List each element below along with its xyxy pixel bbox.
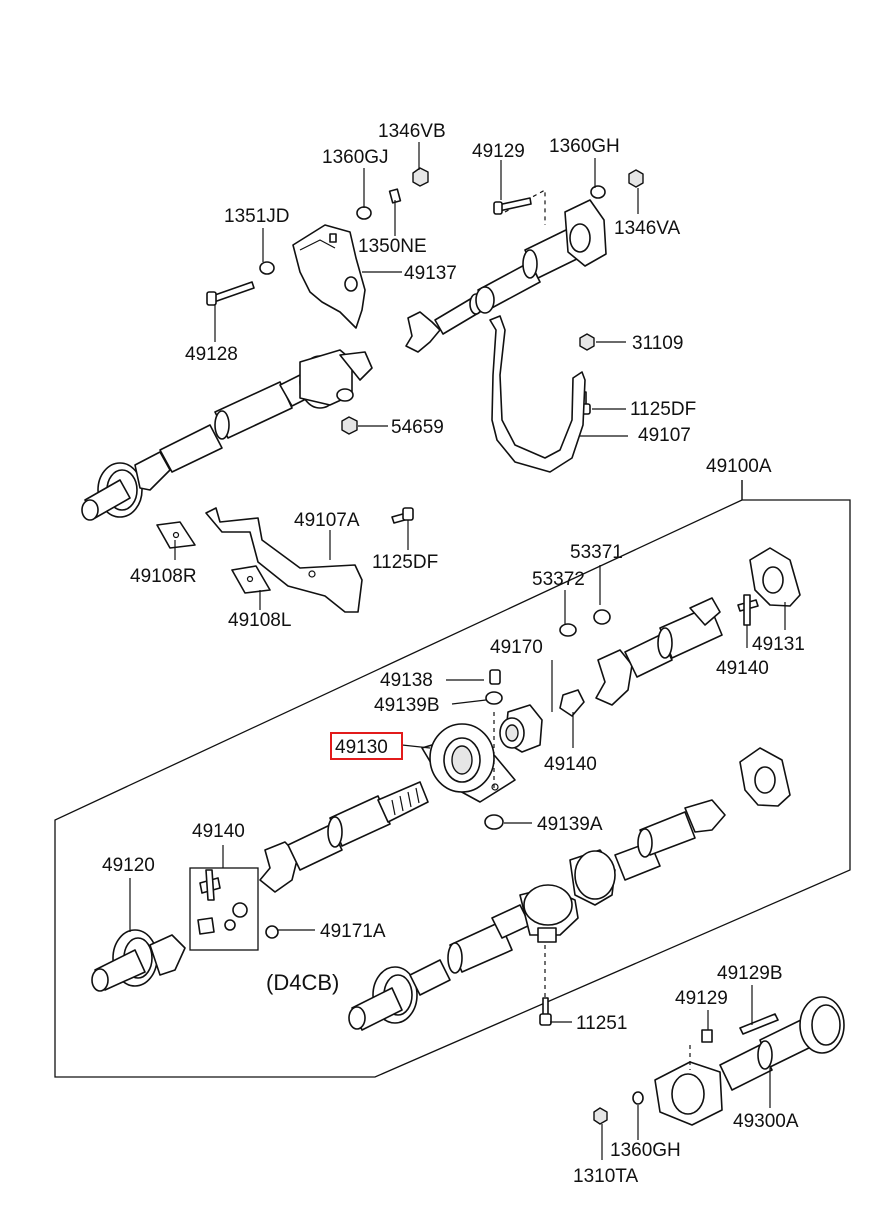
label-49139B[interactable]: 49139B (374, 695, 440, 716)
mid-shaft (259, 781, 429, 893)
highlight-box-49130 (330, 732, 403, 760)
d4cb-shaft (348, 747, 791, 1031)
spacers-49138-49139 (484, 669, 504, 830)
label-1125DF-top[interactable]: 1125DF (630, 399, 696, 420)
label-1351JD[interactable]: 1351JD (224, 206, 290, 227)
brackets-mid (156, 507, 414, 613)
label-1346VB[interactable]: 1346VB (378, 121, 446, 142)
flange-49170 (499, 689, 585, 753)
label-49129B[interactable]: 49129B (717, 963, 783, 984)
label-49140-right[interactable]: 49140 (716, 658, 769, 679)
label-54659[interactable]: 54659 (391, 417, 444, 438)
label-1125DF-mid[interactable]: 1125DF (372, 552, 438, 573)
label-53372[interactable]: 53372 (532, 569, 585, 590)
label-49140-mid[interactable]: 49140 (544, 754, 597, 775)
upper-driveshaft (405, 188, 607, 353)
leader-lines (129, 142, 786, 1160)
label-49139A[interactable]: 49139A (537, 814, 603, 835)
label-49107[interactable]: 49107 (638, 425, 691, 446)
label-49129-bottom[interactable]: 49129 (675, 988, 728, 1009)
stub-shaft-49120 (91, 929, 186, 992)
label-49300A[interactable]: 49300A (733, 1111, 799, 1132)
label-49137[interactable]: 49137 (404, 263, 457, 284)
label-1310TA[interactable]: 1310TA (573, 1166, 638, 1187)
center-bearing-49130 (421, 723, 516, 803)
front-driveshaft (81, 349, 373, 521)
shaft-49300A (593, 996, 845, 1126)
label-49107A[interactable]: 49107A (294, 510, 360, 531)
label-49128[interactable]: 49128 (185, 344, 238, 365)
label-d4cb: (D4CB) (266, 970, 339, 995)
label-11251[interactable]: 11251 (576, 1013, 627, 1034)
rear-upper-shaft (559, 547, 801, 706)
label-49130[interactable]: 49130 (335, 737, 388, 758)
label-1360GH-bottom[interactable]: 1360GH (610, 1140, 681, 1161)
label-49108R[interactable]: 49108R (130, 566, 197, 587)
spider-kit-49140 (189, 867, 279, 951)
label-31109[interactable]: 31109 (632, 333, 683, 354)
label-1350NE[interactable]: 1350NE (358, 236, 427, 257)
label-49129-top[interactable]: 49129 (472, 141, 525, 162)
label-49100A[interactable]: 49100A (706, 456, 772, 477)
label-49120[interactable]: 49120 (102, 855, 155, 876)
label-49108L[interactable]: 49108L (228, 610, 291, 631)
label-1360GJ[interactable]: 1360GJ (322, 147, 389, 168)
strap-49107 (489, 315, 586, 473)
assembly-frame (54, 480, 851, 1078)
label-49171A[interactable]: 49171A (320, 921, 386, 942)
label-49170[interactable]: 49170 (490, 637, 543, 658)
label-49138[interactable]: 49138 (380, 670, 433, 691)
label-1346VA[interactable]: 1346VA (614, 218, 681, 239)
label-1360GH-top[interactable]: 1360GH (549, 136, 620, 157)
label-49140-left[interactable]: 49140 (192, 821, 245, 842)
fasteners-top (206, 167, 644, 435)
label-53371[interactable]: 53371 (570, 542, 623, 563)
bracket-49137 (292, 224, 366, 329)
label-49131[interactable]: 49131 (752, 634, 805, 655)
